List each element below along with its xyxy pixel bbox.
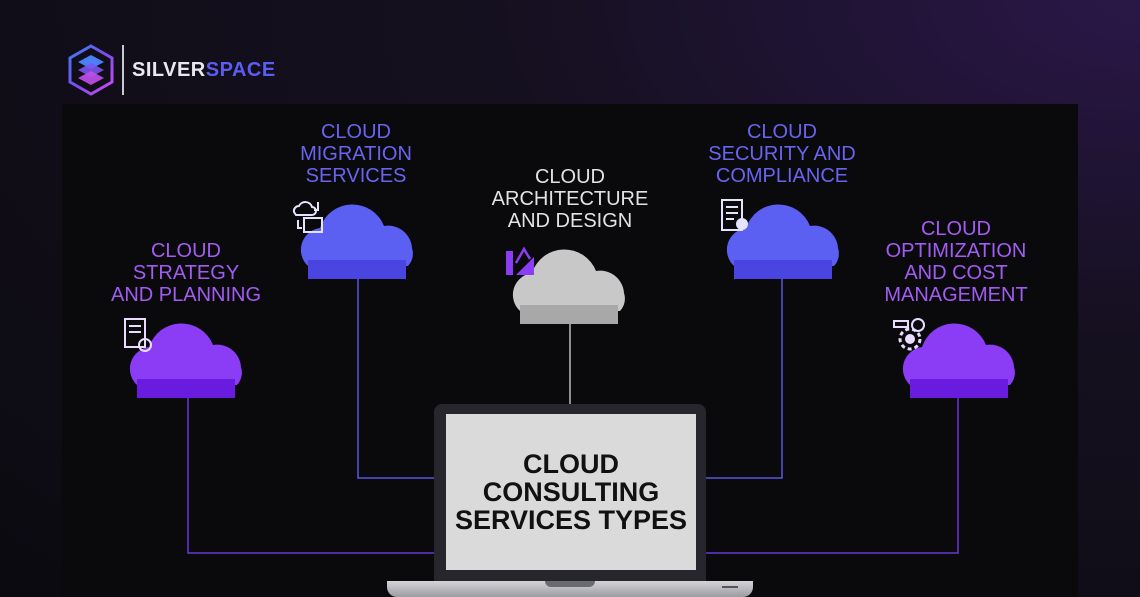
label-line: AND COST	[904, 262, 1008, 284]
cloud-icon	[902, 323, 1015, 385]
cloud-base-bar	[520, 305, 618, 324]
node-optimization	[890, 315, 1030, 415]
node-architecture	[500, 241, 640, 341]
strategy-document-icon	[124, 318, 152, 352]
node-strategy	[117, 315, 257, 415]
label-line: OPTIMIZATION	[885, 240, 1027, 262]
cloud-icon	[726, 204, 839, 266]
laptop-screen: CLOUD CONSULTING SERVICES TYPES	[446, 414, 696, 570]
logo-divider	[122, 45, 124, 95]
cloud-base-bar	[910, 379, 1008, 398]
label-line: AND DESIGN	[507, 210, 633, 232]
label-line: SECURITY AND	[708, 143, 856, 165]
label-line: ARCHITECTURE	[491, 188, 649, 210]
label-strategy: CLOUD STRATEGY AND PLANNING	[96, 240, 276, 306]
connector-optimization	[706, 398, 959, 554]
cloud-icon	[129, 323, 242, 385]
brand-name-space: SPACE	[205, 58, 276, 81]
brand-name: SILVERSPACE	[132, 59, 276, 82]
label-line: SERVICES	[305, 165, 407, 187]
label-optimization: CLOUD OPTIMIZATION AND COST MANAGEMENT	[866, 218, 1046, 306]
label-line: CLOUD	[534, 166, 605, 188]
cloud-base-bar	[137, 379, 235, 398]
center-title-line: CLOUD	[523, 449, 619, 479]
silverspace-logo-icon	[68, 44, 114, 96]
cloud-icon	[512, 249, 625, 311]
node-migration	[288, 196, 428, 296]
label-line: CLOUD	[320, 121, 391, 143]
cloud-icon	[300, 204, 413, 266]
security-checklist-icon	[721, 199, 748, 231]
label-line: MIGRATION	[300, 143, 412, 165]
center-title-line: CONSULTING	[482, 477, 660, 507]
connector-strategy	[187, 398, 434, 554]
brand-name-silver: SILVER	[132, 58, 206, 81]
center-title-line: SERVICES TYPES	[454, 505, 688, 535]
label-line: MANAGEMENT	[884, 284, 1028, 306]
label-line: STRATEGY	[132, 262, 240, 284]
label-line: CLOUD	[150, 240, 221, 262]
cloud-migration-icon	[292, 201, 323, 233]
brand-logo: SILVERSPACE	[68, 44, 276, 96]
label-architecture: CLOUD ARCHITECTURE AND DESIGN	[480, 166, 660, 232]
laptop-notch	[545, 581, 595, 587]
label-migration: CLOUD MIGRATION SERVICES	[266, 121, 446, 187]
cost-gear-icon	[893, 318, 925, 351]
architecture-design-icon	[506, 246, 534, 275]
center-title: CLOUD CONSULTING SERVICES TYPES	[455, 450, 687, 534]
node-security	[714, 196, 854, 296]
label-line: AND PLANNING	[110, 284, 262, 306]
connector-security	[706, 279, 783, 479]
label-security: CLOUD SECURITY AND COMPLIANCE	[692, 121, 872, 187]
laptop-base	[387, 581, 753, 597]
label-line: CLOUD	[746, 121, 817, 143]
label-line: COMPLIANCE	[715, 165, 849, 187]
label-line: CLOUD	[920, 218, 991, 240]
laptop-slot	[722, 586, 738, 588]
cloud-base-bar	[308, 260, 406, 279]
cloud-base-bar	[734, 260, 832, 279]
connector-migration	[357, 279, 434, 479]
